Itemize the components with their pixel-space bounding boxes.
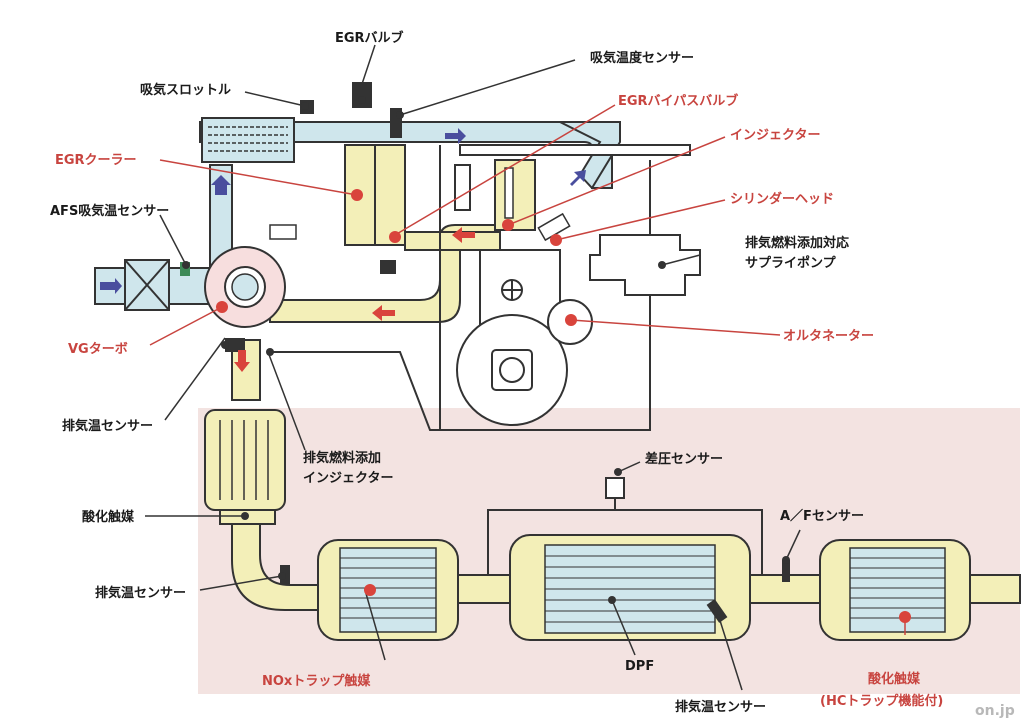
watermark-text: on.jp <box>975 703 1015 719</box>
label-exhaust-temp-sensor-2: 排気温センサー <box>95 585 186 601</box>
leader-lines-red <box>149 104 906 635</box>
label-alternator: オルタネーター <box>783 329 874 344</box>
label-exhaust-temp-sensor-1: 排気温センサー <box>62 418 153 434</box>
label-nox-trap: NOxトラップ触媒 <box>262 673 371 689</box>
nox-trap-catalyst-shape <box>317 539 459 641</box>
intercooler <box>201 117 295 163</box>
label-oxidation-catalyst: 酸化触媒 <box>82 509 135 525</box>
label-diff-pressure-sensor: 差圧センサー <box>645 451 723 467</box>
label-cylinder-head: シリンダーヘッド <box>730 191 834 207</box>
label-oxidation-catalyst-hc-1: 酸化触媒 <box>868 671 921 687</box>
label-injector: インジェクター <box>730 128 820 143</box>
dpf-shape <box>509 534 751 641</box>
label-afs-sensor: AFS吸気温センサー <box>50 203 169 219</box>
label-oxidation-catalyst-hc-2: (HCトラップ機能付) <box>820 693 943 709</box>
vg-turbo-shape <box>204 246 286 328</box>
cylinder-head-assembly <box>494 159 571 242</box>
label-egr-cooler: EGRクーラー <box>55 153 137 168</box>
fuel-line <box>270 351 650 431</box>
leader-lines <box>145 44 801 691</box>
label-dpf: DPF <box>625 659 654 674</box>
diff-pressure-lines <box>487 477 763 575</box>
label-af-sensor: A／Fセンサー <box>780 508 864 524</box>
label-fuel-supply-pump-2: サプライポンプ <box>745 255 837 271</box>
hc-trap-catalyst-shape <box>819 539 971 641</box>
flow-arrows <box>100 128 586 372</box>
label-exhaust-fuel-injector-1: 排気燃料添加 <box>303 450 381 466</box>
label-intake-throttle: 吸気スロットル <box>140 82 231 98</box>
label-fuel-supply-pump-1: 排気燃料添加対応 <box>745 235 849 251</box>
label-egr-bypass-valve: EGRバイパスバルブ <box>618 93 738 109</box>
air-filter <box>124 259 170 311</box>
label-vg-turbo: VGターボ <box>68 341 128 357</box>
label-exhaust-fuel-injector-2: インジェクター <box>303 471 393 486</box>
fuel-supply-pump-shape <box>589 234 701 296</box>
oxidation-catalyst-shape <box>204 409 286 525</box>
label-egr-valve: EGRバルブ <box>335 30 404 46</box>
marker-dots <box>182 96 911 623</box>
label-intake-temp-sensor: 吸気温度センサー <box>590 50 694 66</box>
small-components <box>180 82 790 623</box>
label-exhaust-temp-sensor-3: 排気温センサー <box>675 699 766 715</box>
